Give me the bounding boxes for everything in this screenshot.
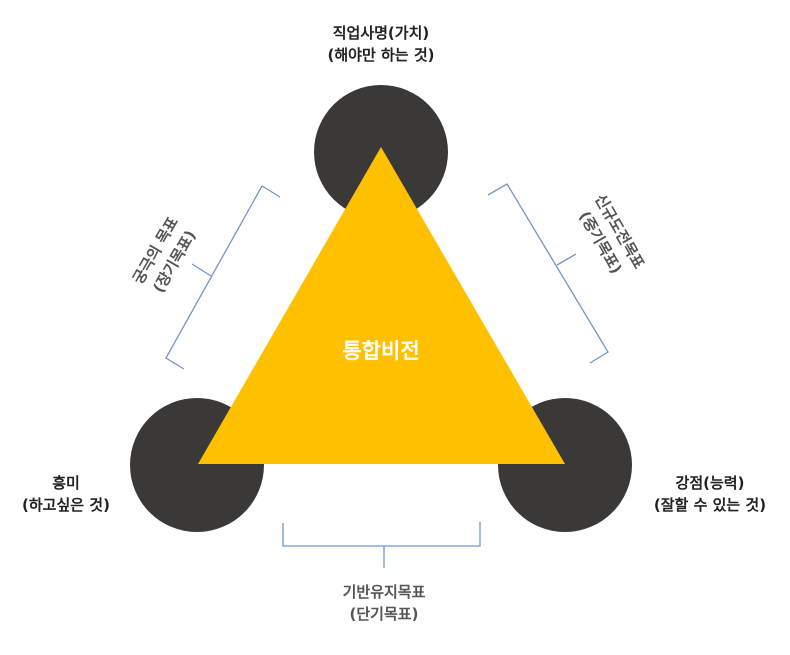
bottom-bracket-label: 기반유지목표 (단기목표) xyxy=(314,581,454,625)
bottom-bracket-line1: 기반유지목표 xyxy=(342,583,426,601)
right-node-label: 강점(능력) (잘할 수 있는 것) xyxy=(630,472,790,516)
left-node-label: 흥미 (하고싶은 것) xyxy=(0,472,132,516)
left-node-line2: (하고싶은 것) xyxy=(22,496,110,514)
left-bracket xyxy=(165,185,281,370)
bottom-bracket xyxy=(282,522,481,547)
right-node-line2: (잘할 수 있는 것) xyxy=(653,496,767,514)
vision-triangle xyxy=(198,147,565,464)
bottom-bracket-line2: (단기목표) xyxy=(349,605,419,623)
right-bracket xyxy=(487,183,609,364)
right-node-line1: 강점(능력) xyxy=(675,474,745,492)
top-node-line2: (해야만 하는 것) xyxy=(327,46,435,64)
top-node-label: 직업사명(가치) (해야만 하는 것) xyxy=(281,22,481,66)
right-bracket-tick xyxy=(556,253,577,266)
center-label: 통합비전 xyxy=(342,339,420,363)
left-node-line1: 흥미 xyxy=(52,474,80,492)
left-bracket-tick xyxy=(191,263,212,277)
top-node-line1: 직업사명(가치) xyxy=(332,24,430,42)
